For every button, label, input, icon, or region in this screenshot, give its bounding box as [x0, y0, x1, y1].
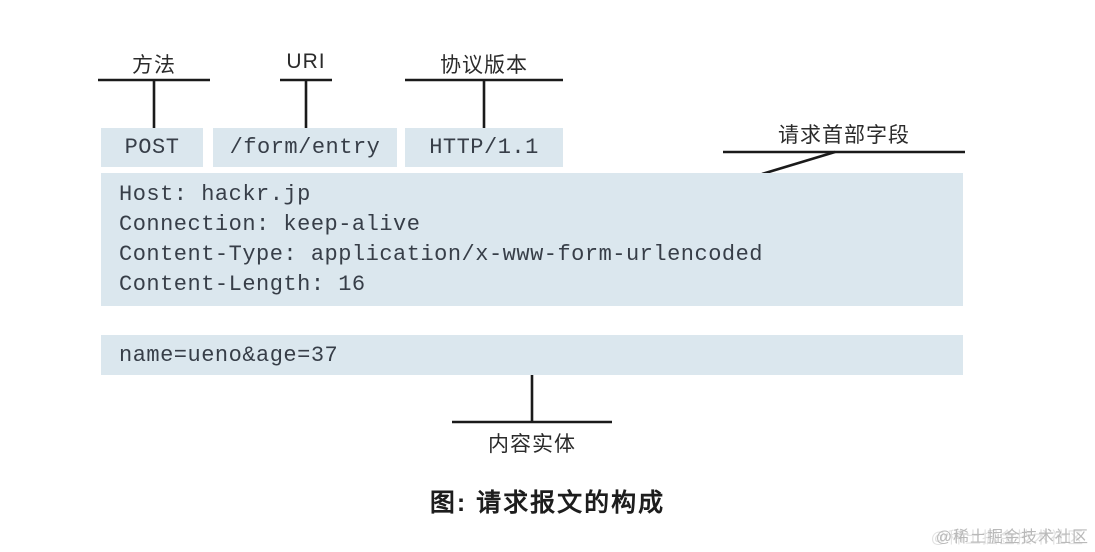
header-line-connection: Connection: keep-alive	[119, 212, 421, 237]
protocol-version-label: 协议版本	[440, 54, 528, 77]
method-label: 方法	[132, 54, 176, 77]
figure-caption: 图: 请求报文的构成	[429, 489, 666, 517]
request-headers-box: Host: hackr.jp Connection: keep-alive Co…	[101, 173, 963, 306]
uri-box: /form/entry	[213, 128, 397, 167]
entity-body-label: 内容实体	[488, 433, 576, 456]
header-line-content-type: Content-Type: application/x-www-form-url…	[119, 242, 764, 267]
uri-label: URI	[286, 50, 326, 73]
entity-body-box: name=ueno&age=37	[101, 335, 963, 375]
header-line-content-length: Content-Length: 16	[119, 272, 366, 297]
protocol-version-box: HTTP/1.1	[405, 128, 563, 167]
method-box: POST	[101, 128, 203, 167]
request-headers-label: 请求首部字段	[778, 124, 910, 147]
header-line-host: Host: hackr.jp	[119, 182, 311, 207]
watermark: @稀土掘金技术社区	[935, 529, 1089, 546]
request-headers-pointer-line	[761, 150, 836, 176]
